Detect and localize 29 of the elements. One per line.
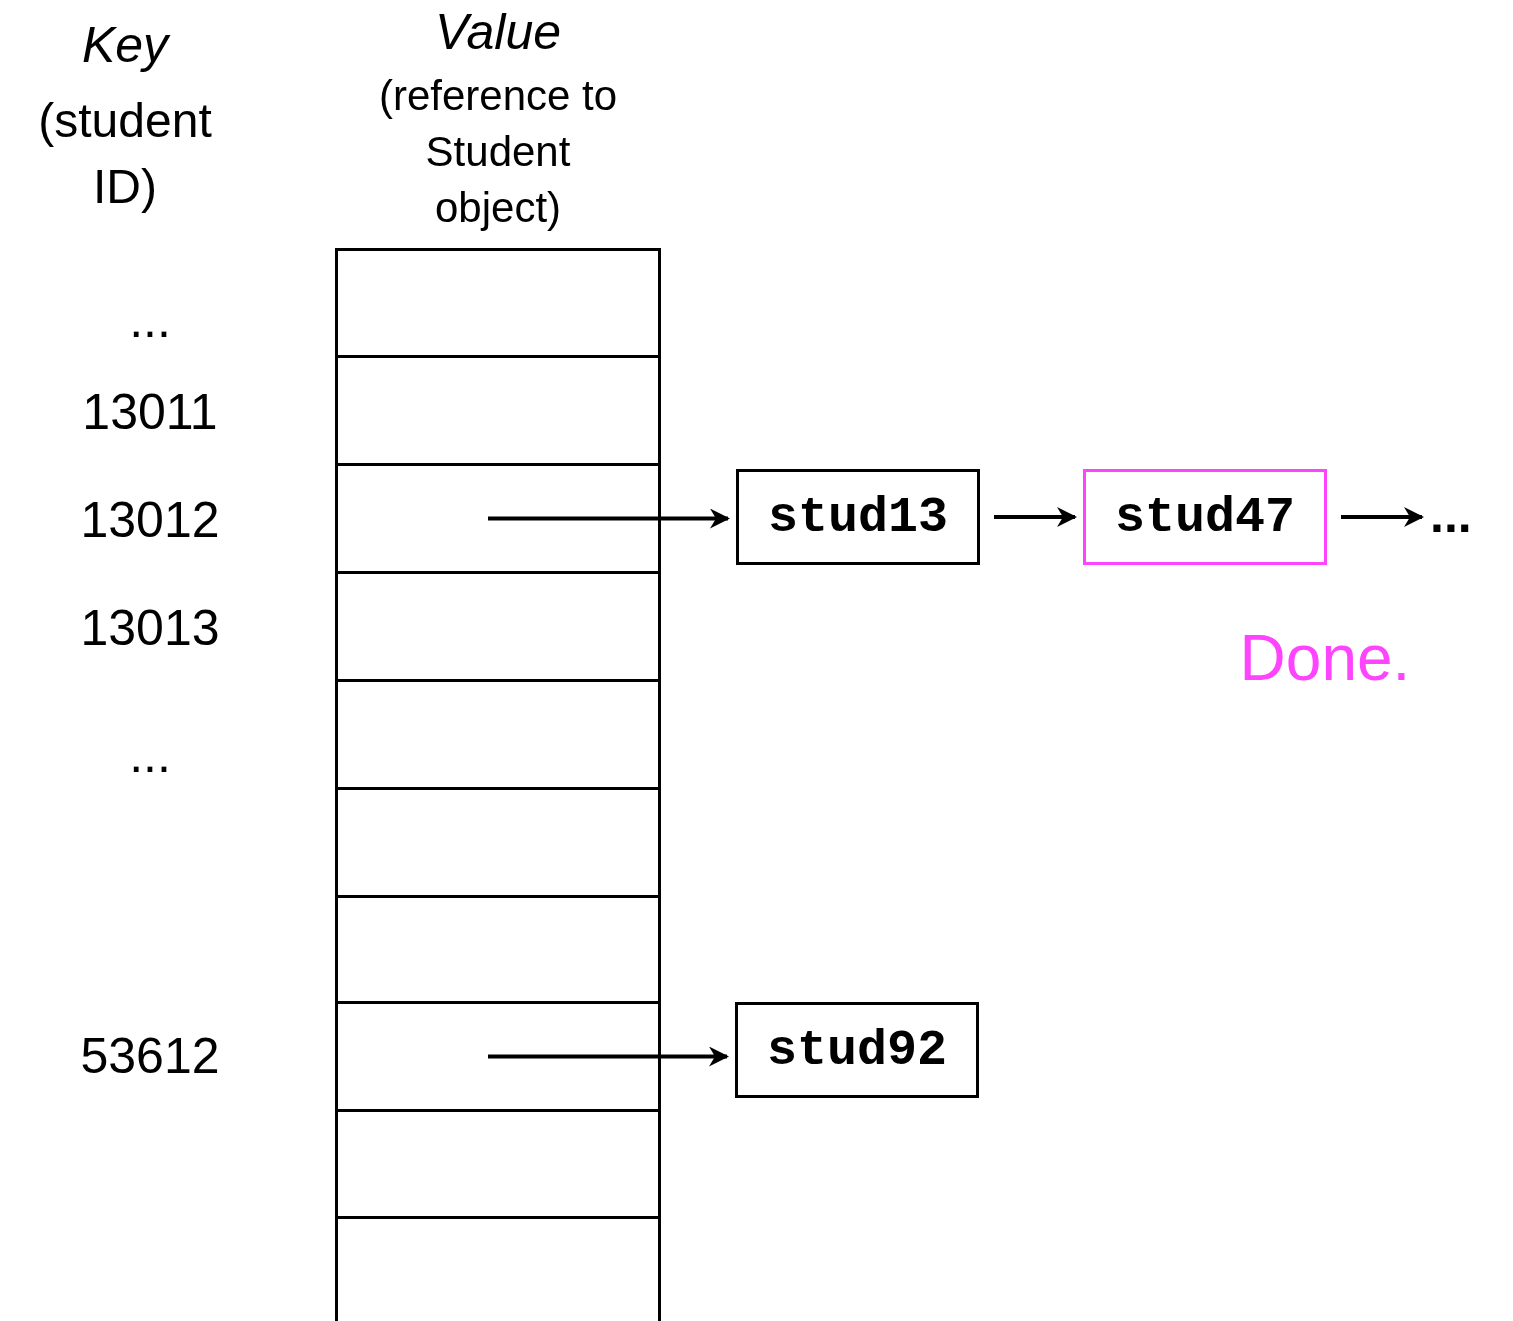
record-box: stud92 [735,1002,979,1098]
table-slot [335,1109,661,1219]
key-label: 13013 [79,599,221,658]
ellipsis-text: ... [128,726,172,785]
table-slot [335,1216,661,1321]
table-slot [335,787,661,898]
key-label: 13012 [79,491,221,550]
table-slot [335,248,661,358]
arrow [1341,507,1424,527]
key-label: 53612 [79,1027,221,1086]
table-slot [335,355,661,466]
ellipsis-text: ... [128,291,172,350]
arrow [488,508,730,529]
table-slot [335,679,661,790]
status-note: Done. [1238,621,1412,696]
table-slot [335,895,661,1004]
record-box: stud47 [1083,469,1327,565]
ellipsis-text: ... [1430,490,1510,550]
table-slot [335,1001,661,1112]
table-slot [335,571,661,682]
key-label: 13011 [81,383,219,442]
column-heading: (student ID) [37,93,213,215]
record-box: stud13 [736,469,980,565]
arrow [994,507,1077,527]
arrow [488,1046,729,1067]
column-heading: (reference to Student object) [377,71,619,233]
column-heading: Key [80,16,172,75]
column-heading: Value [434,3,562,62]
table-slot [335,463,661,574]
